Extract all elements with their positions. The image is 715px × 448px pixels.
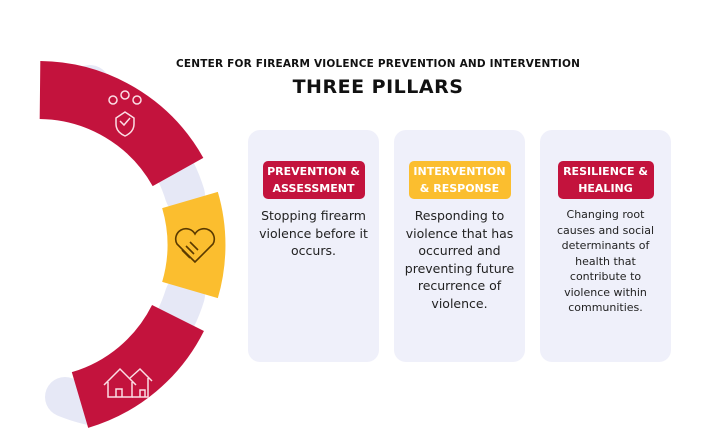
pillar-card-intervention: INTERVENTION & RESPONSE Responding to vi… bbox=[394, 130, 525, 362]
houses-icon bbox=[103, 367, 153, 398]
subtitle: CENTER FOR FIREARM VIOLENCE PREVENTION A… bbox=[175, 58, 581, 70]
pillar-badge: PREVENTION & ASSESSMENT bbox=[262, 161, 365, 199]
pillar-badge: INTERVENTION & RESPONSE bbox=[408, 161, 511, 199]
pillar-badge: RESILIENCE & HEALING bbox=[557, 161, 654, 199]
people-shield-icon bbox=[108, 90, 142, 137]
page-title: THREE PILLARS bbox=[292, 76, 464, 98]
pillar-card-prevention: PREVENTION & ASSESSMENT Stopping firearm… bbox=[248, 130, 379, 362]
arc-segment-resilience bbox=[71, 304, 204, 428]
arc-link-mid-top bbox=[155, 150, 205, 215]
pillar-description: Changing root causes and social determin… bbox=[556, 208, 655, 314]
arc-segment-prevention bbox=[38, 61, 204, 187]
arc-segment-intervention bbox=[161, 191, 226, 299]
pillar-description: Stopping firearm violence before it occu… bbox=[259, 208, 368, 258]
pillar-card-resilience: RESILIENCE & HEALING Changing root cause… bbox=[540, 130, 671, 362]
handshake-heart-icon bbox=[174, 227, 216, 264]
pillars-arc bbox=[38, 61, 226, 428]
pillar-description: Responding to violence that has occurred… bbox=[404, 208, 515, 311]
arc-link-mid-bottom bbox=[155, 275, 205, 340]
